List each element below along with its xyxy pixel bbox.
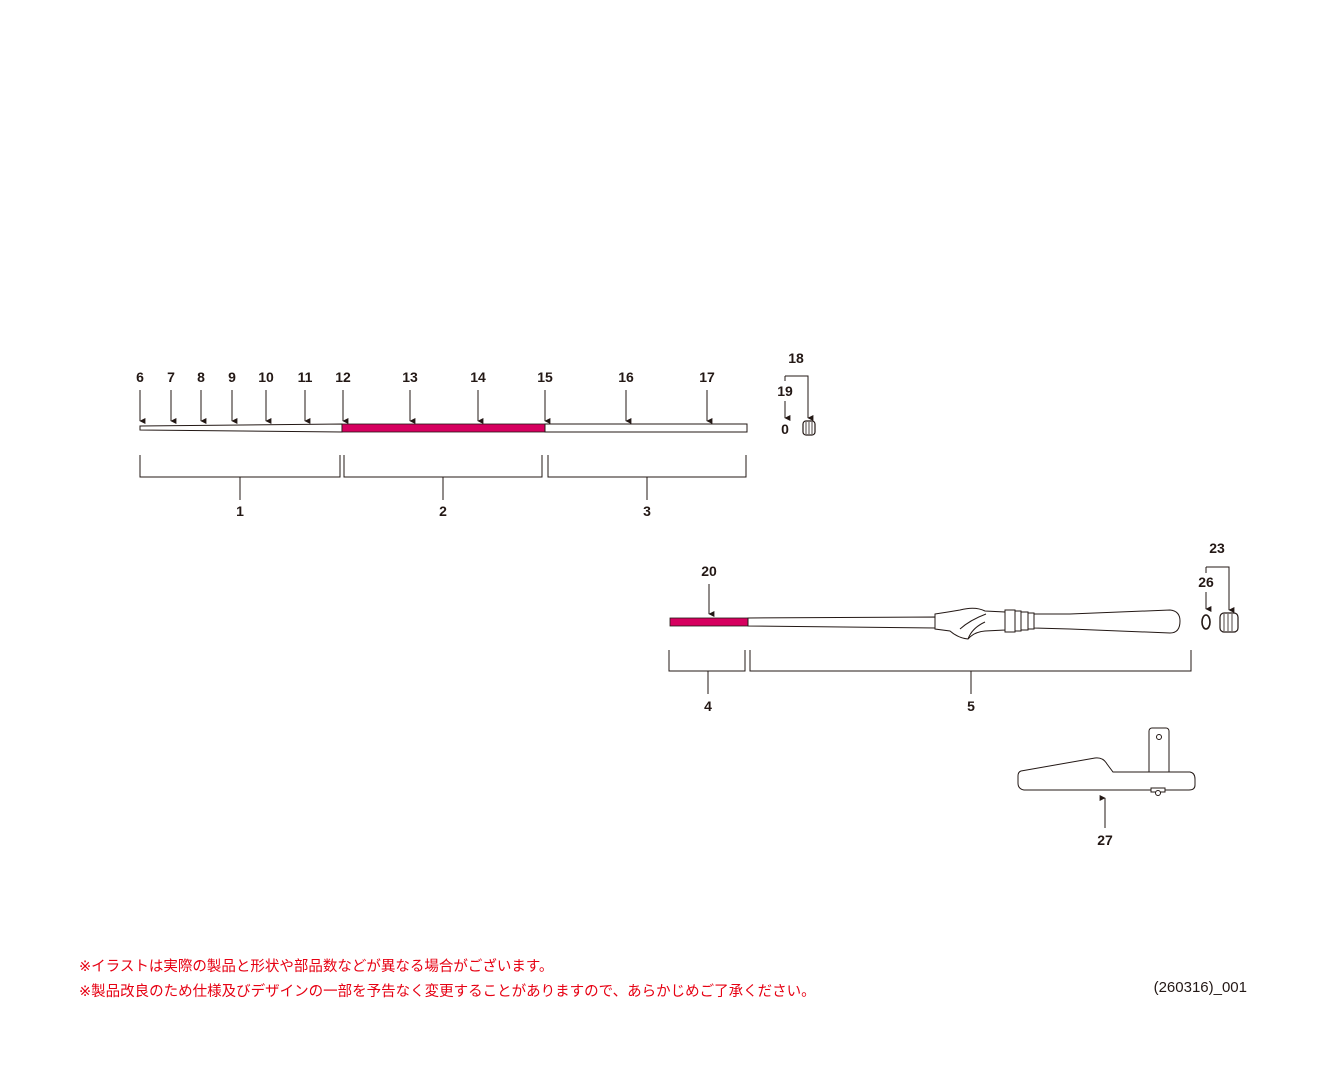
label-18: 18: [788, 350, 804, 366]
bracket-4: [668, 650, 746, 694]
top-callout-labels: 6 7 8 9 10 11 12 13 14 15 16 17: [136, 369, 715, 385]
label-7: 7: [167, 369, 175, 385]
label-14: 14: [470, 369, 486, 385]
label-26: 26: [1198, 574, 1214, 590]
label-12: 12: [335, 369, 351, 385]
label-19: 19: [777, 383, 793, 399]
end-cap-group-18: 18 19 0: [777, 350, 816, 437]
rod-holder-27: [1017, 727, 1196, 796]
butt-section-3: [544, 423, 748, 433]
label-2: 2: [439, 503, 447, 519]
label-9: 9: [228, 369, 236, 385]
bracket-1: [139, 455, 341, 500]
bracket-3: [547, 455, 747, 500]
tip-section-4: [669, 617, 749, 627]
oring-26: [1201, 614, 1211, 630]
label-17: 17: [699, 369, 715, 385]
label-8: 8: [197, 369, 205, 385]
disclaimer-note-illustration: ※イラストは実際の製品と形状や部品数などが異なる場合がございます。: [79, 959, 554, 975]
tip-section-1: [139, 423, 343, 433]
top-section-brackets: [139, 455, 747, 500]
label-3: 3: [643, 503, 651, 519]
bracket-2: [343, 455, 543, 500]
disclaimer-note-specification: ※製品改良のため仕様及びデザインの一部を予告なく変更することがありますので、あら…: [79, 984, 816, 1000]
label-27: 27: [1097, 832, 1113, 848]
label-4: 4: [704, 698, 712, 714]
mid-section-2: [341, 423, 546, 433]
end-cap-23: [1219, 612, 1239, 633]
label-5: 5: [967, 698, 975, 714]
bracket-5: [749, 650, 1192, 694]
bottom-rod: [669, 607, 1181, 640]
top-callout-arrows: [139, 390, 713, 424]
end-cap-group-23: 23 26: [1198, 540, 1239, 633]
bottom-section-brackets: [668, 650, 1192, 694]
label-1: 1: [236, 503, 244, 519]
end-cap-18: [802, 420, 816, 436]
label-20: 20: [701, 563, 717, 579]
top-rod: [139, 423, 748, 433]
label-16: 16: [618, 369, 634, 385]
oring-19: 0: [781, 421, 789, 437]
label-13: 13: [402, 369, 418, 385]
label-15: 15: [537, 369, 553, 385]
document-code: (260316)_001: [1153, 979, 1247, 996]
butt-section-5: [747, 607, 1181, 640]
label-23: 23: [1209, 540, 1225, 556]
label-11: 11: [298, 369, 313, 385]
label-10: 10: [258, 369, 274, 385]
label-6: 6: [136, 369, 144, 385]
